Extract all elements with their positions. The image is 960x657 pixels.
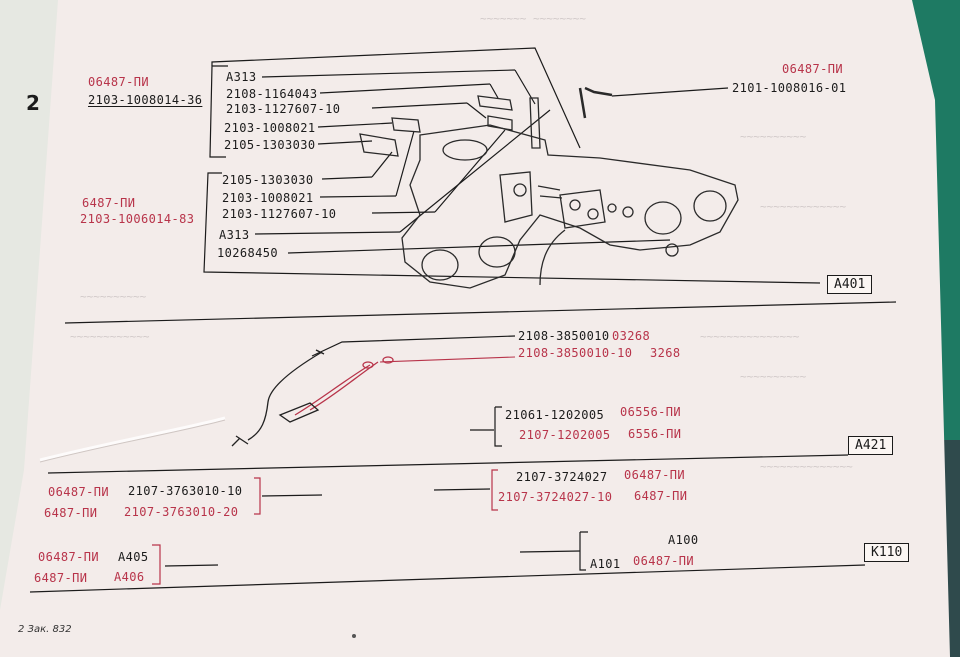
a401-upper-item-1: A313 [226,70,257,84]
svg-text:~~~~~~~~~~~~: ~~~~~~~~~~~~ [70,330,150,343]
k110-row3-left-part: A405 [118,550,149,564]
k110-row4-left-part: A406 [114,570,145,584]
print-order-note: 2 Зак. 832 [18,624,72,635]
a421-clamp-1-part: 21061-1202005 [505,408,605,422]
a401-left-top-part: 2103-1008014-36 [88,93,203,107]
k110-row4-left-spec: 6487-ПИ [34,571,88,585]
svg-text:~~~~~~~~~~: ~~~~~~~~~~ [80,290,147,303]
svg-text:~~~~~~~~~~: ~~~~~~~~~~ [740,370,807,383]
k110-row1-left-spec: 06487-ПИ [48,485,109,499]
k110-row3-right-part: A100 [668,533,699,547]
svg-text:~~~~~~~~~~~~~~: ~~~~~~~~~~~~~~ [760,460,853,473]
k110-row2-left-part: 2107-3763010-20 [124,505,239,519]
a401-right-part: 2101-1008016-01 [732,81,847,95]
a401-upper-item-5: 2105-1303030 [224,138,316,152]
svg-text:~~~~~~~~~~~~~~~: ~~~~~~~~~~~~~~~ [700,330,800,343]
a401-left-mid-part: 2103-1006014-83 [80,212,195,226]
a421-clamp-2-spec: 6556-ПИ [628,427,682,441]
margin-page-digit: 2 [26,91,41,115]
k110-row4-right-spec: 06487-ПИ [633,554,694,568]
a401-lower-item-1: 2105-1303030 [222,173,314,187]
a421-clamp-2-part: 2107-1202005 [519,428,611,442]
a401-left-mid-spec: 6487-ПИ [82,196,136,210]
paper-dot [352,634,356,638]
svg-text:~~~~~~~ ~~~~~~~~: ~~~~~~~ ~~~~~~~~ [480,12,586,25]
svg-text:~~~~~~~~~~~~~: ~~~~~~~~~~~~~ [760,200,846,213]
svg-text:~~~~~~~~~~: ~~~~~~~~~~ [740,130,807,143]
oxygen-sensor-drawing [231,349,394,447]
k110-row1-right-part: 2107-3724027 [516,470,608,484]
a421-sensor-2-part: 2108-3850010-10 [518,346,633,360]
a421-sensor-2-spec: 3268 [650,346,681,360]
a401-section-code: A401 [827,275,873,294]
a421-sensor-1-spec: 03268 [612,329,651,343]
k110-row4-right-part: A101 [590,557,621,571]
k110-row1-right-spec: 06487-ПИ [624,468,685,482]
k110-row2-right-part: 2107-3724027-10 [498,490,613,504]
k110-leader-lines [29,488,866,593]
bleed-through: ~~~~~~~ ~~~~~~~~ ~~~~~~~~~~ ~~~~~~~~~~~~… [70,12,853,473]
a401-leader-lines [64,47,897,324]
a401-lower-item-5: 10268450 [217,246,278,260]
a421-section-code: A421 [848,436,894,455]
k110-row2-left-spec: 6487-ПИ [44,506,98,520]
a401-lower-item-4: A313 [219,228,250,242]
manifold-drawing [359,86,739,289]
a401-left-top-spec: 06487-ПИ [88,75,149,89]
a401-upper-item-3: 2103-1127607-10 [226,102,341,116]
k110-row2-right-spec: 6487-ПИ [634,489,688,503]
k110-row3-left-spec: 06487-ПИ [38,550,99,564]
a401-right-spec: 06487-ПИ [782,62,843,76]
a401-upper-item-4: 2103-1008021 [224,121,316,135]
a401-lower-item-3: 2103-1127607-10 [222,207,337,221]
k110-section-code: K110 [864,543,910,562]
k110-row1-left-part: 2107-3763010-10 [128,484,243,498]
a401-upper-item-2: 2108-1164043 [226,87,318,101]
a401-lower-item-2: 2103-1008021 [222,191,314,205]
a421-sensor-1-part: 2108-3850010 [518,329,610,343]
a421-leader-lines [47,335,849,474]
a421-clamp-1-spec: 06556-ПИ [620,405,681,419]
underlying-page [0,0,60,640]
